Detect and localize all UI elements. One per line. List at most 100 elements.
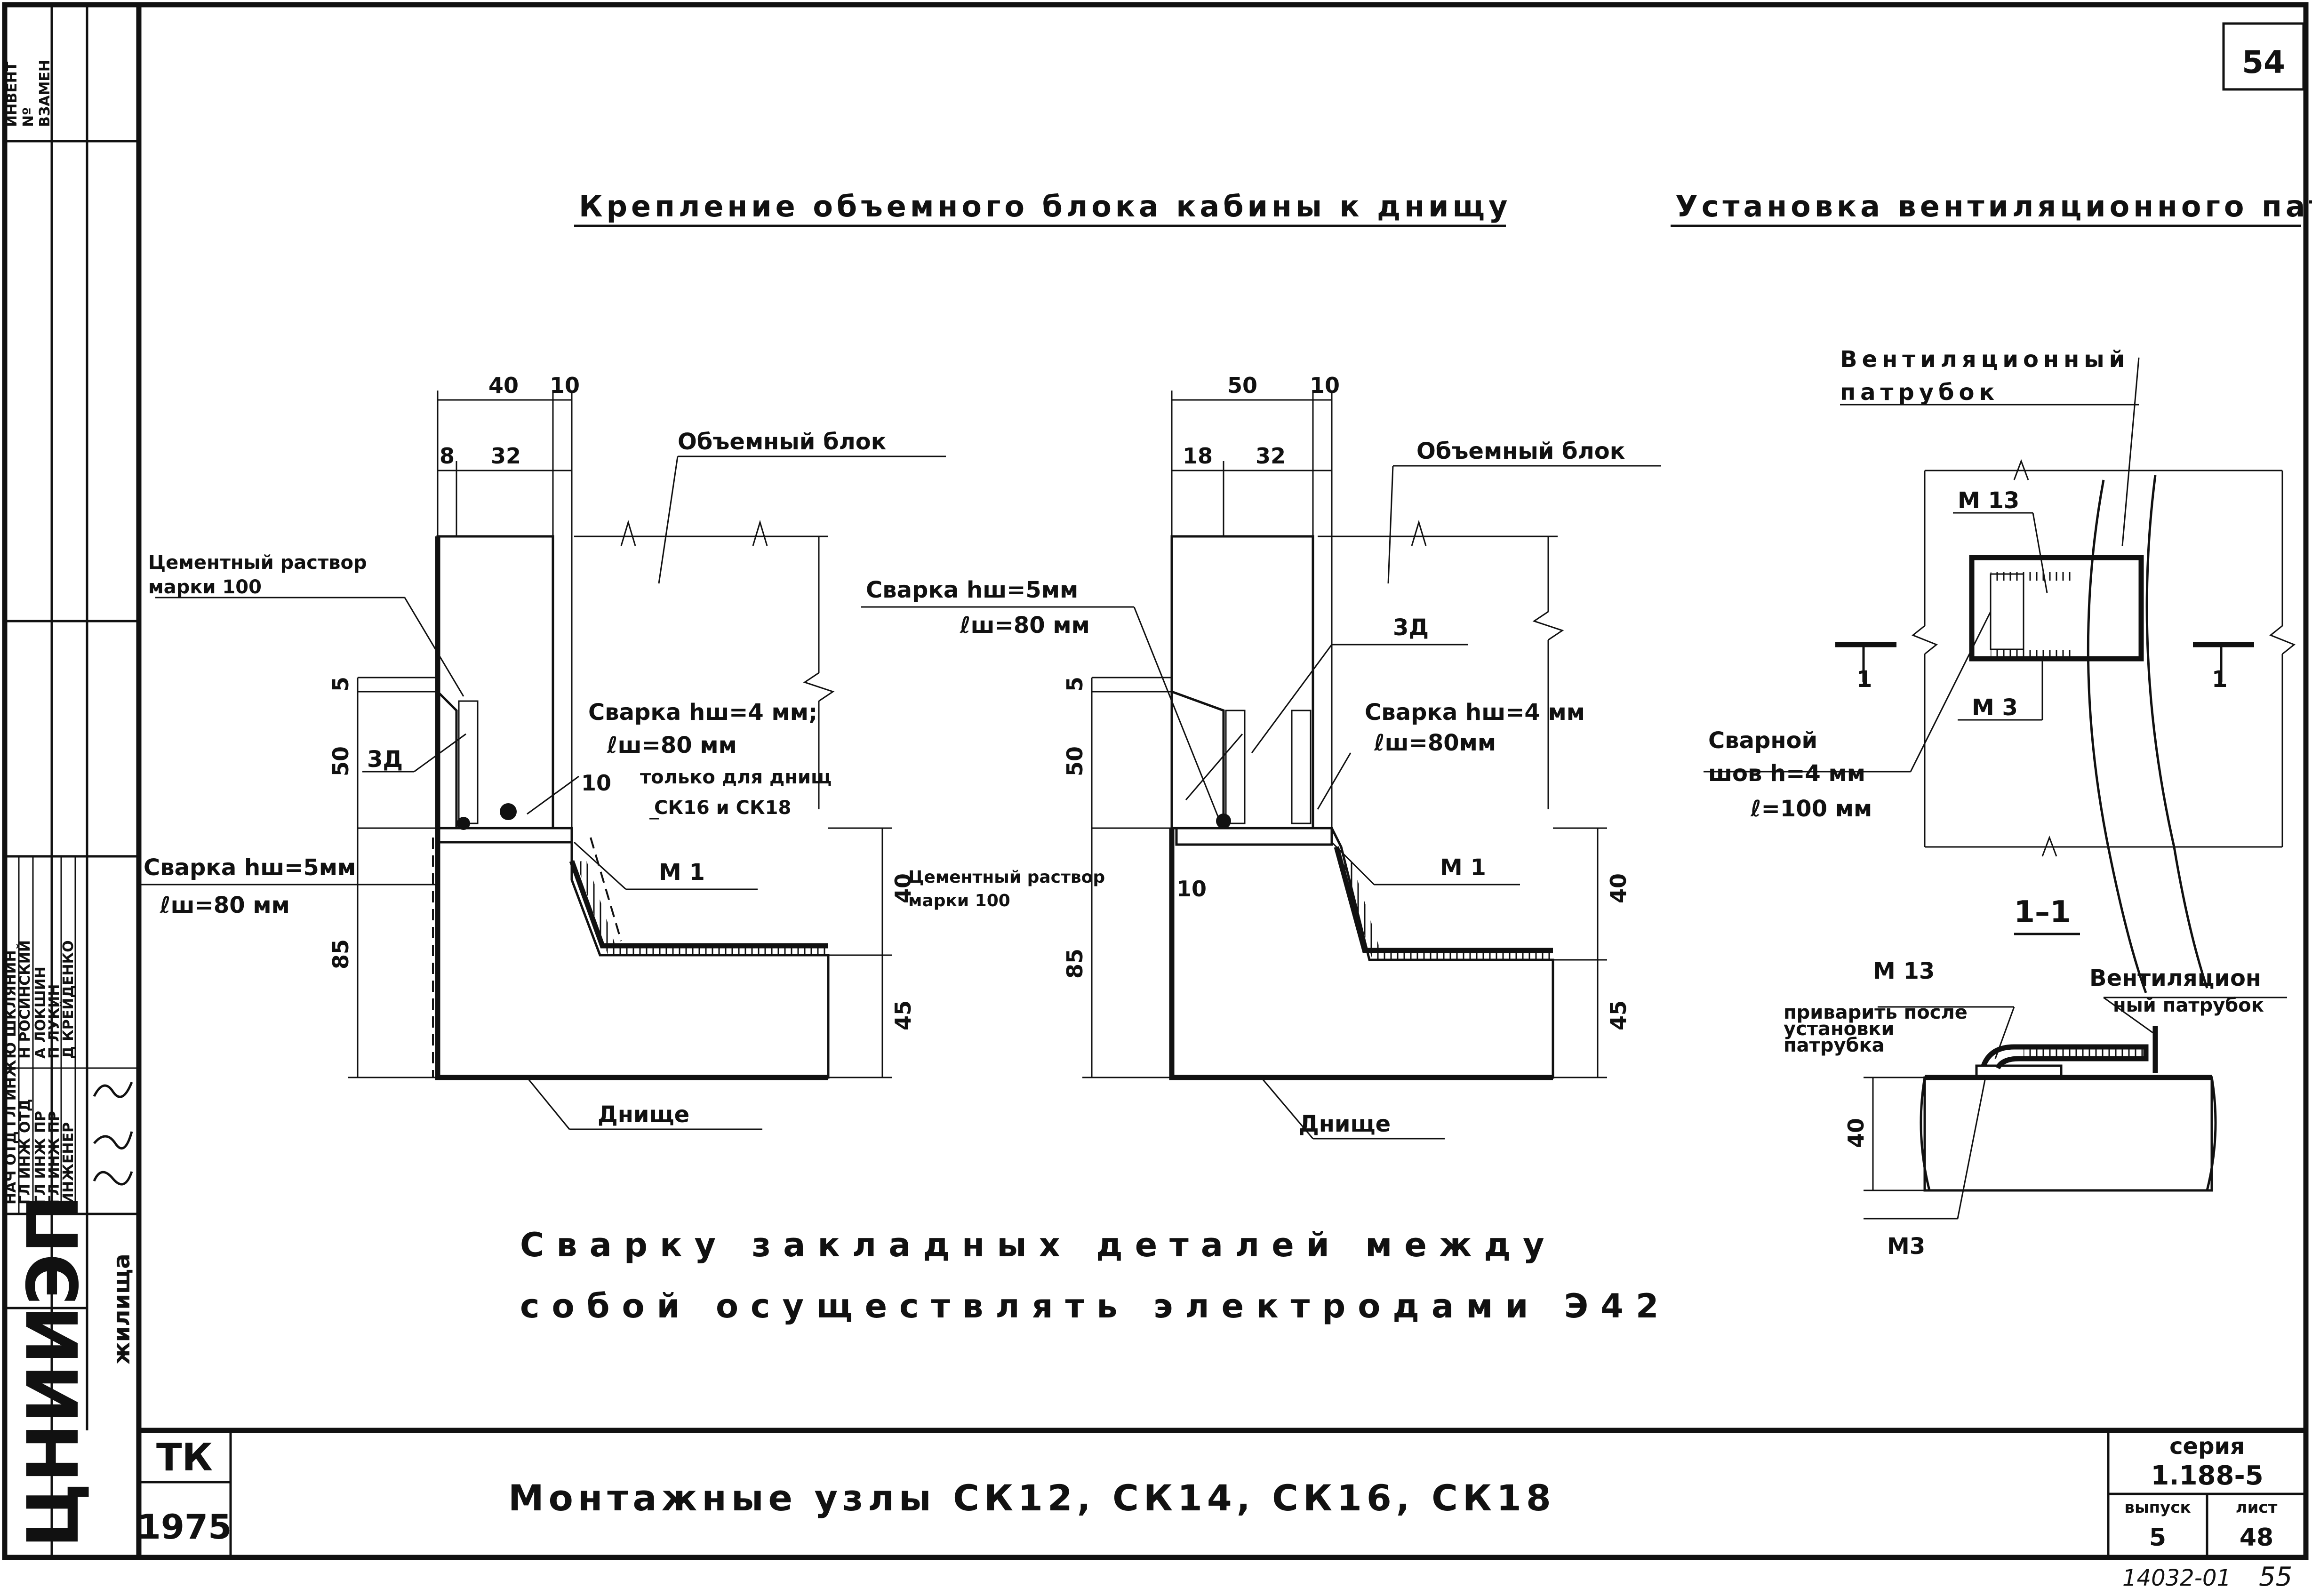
vent-seam-3: ℓ=100 мм <box>1750 796 1872 822</box>
role-1: НАЧ ОТД ГЛ ИНЖ <box>3 1060 19 1205</box>
d2-weld-r1: Сварка hш=4 мм <box>1365 699 1585 726</box>
d1-dim-5: 5 <box>328 677 353 692</box>
drawing-name: Монтажные узлы СК12, СК14, СК16, СК18 <box>508 1477 1556 1519</box>
series-value: 1.188-5 <box>2151 1460 2263 1491</box>
tk-year: 1975 <box>137 1507 232 1547</box>
right-title: Установка вентиляционного патрубка <box>1675 189 2312 223</box>
inv-header-3: ВЗАМЕН <box>37 60 53 127</box>
vent-cut-left: 1 <box>1856 666 1872 693</box>
section-dim-40: 40 <box>1843 1118 1869 1148</box>
d2-weld-r2: ℓш=80мм <box>1374 730 1496 756</box>
vent-seam-2: шов h=4 мм <box>1708 760 1865 787</box>
d1-m1-label: М 1 <box>659 859 705 886</box>
d1-weld-bottom-2: ℓш=80 мм <box>160 892 290 918</box>
d2-m1-label: М 1 <box>1440 854 1486 881</box>
d1-dim-10b: 10 <box>581 770 611 796</box>
issue-value: 5 <box>2149 1524 2166 1552</box>
note-line-2: собой осуществлять электродами Э42 <box>520 1287 1671 1325</box>
section-vent-1: Вентиляцион <box>2089 965 2261 991</box>
d2-dim-45: 45 <box>1606 1000 1631 1030</box>
name-3: А ЛОКШИН <box>32 966 49 1059</box>
d2-weld-2: ℓш=80 мм <box>960 612 1090 638</box>
org-sub: жилища <box>109 1253 135 1365</box>
d1-dim-40: 40 <box>488 373 519 398</box>
d2-bottom-label: Днище <box>1299 1111 1391 1137</box>
sheet-value: 48 <box>2240 1524 2273 1552</box>
name-2: Н РОСИНСКИЙ <box>16 940 33 1059</box>
sheet-label: лист <box>2236 1498 2278 1517</box>
issue-label: выпуск <box>2124 1498 2191 1517</box>
d1-mortar-wrap: Цементный раствор марки 100 <box>148 552 367 598</box>
section-m3: М3 <box>1887 1233 1925 1260</box>
role-5: ИНЖЕНЕР <box>60 1122 77 1205</box>
d2-dim-50v: 50 <box>1062 746 1088 776</box>
d1-block-label: Объемный блок <box>678 429 886 455</box>
name-4: П ЛУКИН <box>46 984 63 1059</box>
scan-page: 55 <box>2259 1562 2292 1592</box>
scan-note: 14032-01 <box>2122 1565 2231 1591</box>
vent-cut-right: 1 <box>2212 666 2227 693</box>
vent-m3: М 3 <box>1972 694 2018 721</box>
vent-seam-1: Сварной <box>1708 727 1817 754</box>
section-vent-2: ный патрубок <box>2113 995 2264 1016</box>
d2-dim-18: 18 <box>1183 443 1213 469</box>
d1-dim-85: 85 <box>328 939 353 969</box>
d1-dim-50: 50 <box>328 746 353 776</box>
d1-mortar-label: Цементный раствор марки 100 <box>148 552 367 598</box>
role-2: ГЛ ИНЖ ОТД <box>17 1099 33 1205</box>
d1-weld-top-2: ℓш=80 мм <box>607 732 737 758</box>
org-logo: ЦНИИЭП <box>13 1195 95 1548</box>
d1-only-for-2: СК16 и СК18 <box>654 797 791 819</box>
d1-dim-8: 8 <box>440 443 455 469</box>
d1-dim-32: 32 <box>491 443 521 469</box>
note-line-1: Сварку закладных деталей между <box>520 1226 1557 1264</box>
vent-label-2: патрубок <box>1840 379 1999 406</box>
d2-dim-85: 85 <box>1062 949 1088 979</box>
d1-bottom-label: Днище <box>598 1101 689 1128</box>
d1-only-for-1: только для днищ <box>640 766 832 788</box>
d2-dim-5: 5 <box>1062 677 1088 692</box>
left-strip <box>5 5 139 1557</box>
d2-weld-1: Сварка hш=5мм <box>866 577 1078 603</box>
d1-dim-45: 45 <box>890 1000 916 1030</box>
d2-mark-3d: 3Д <box>1393 614 1429 641</box>
section-note-3: патрубка <box>1784 1035 1885 1056</box>
name-5: Д КРЕЙДЕНКО <box>60 940 77 1059</box>
detail-1-geometry <box>141 391 946 1130</box>
d2-block-label: Объемный блок <box>1416 438 1625 464</box>
detail-2-geometry <box>861 391 1661 1140</box>
role-4: ГЛ ИНЖ ПР <box>46 1111 63 1205</box>
page-number: 54 <box>2242 44 2285 80</box>
section-note-1: приварить после <box>1784 1002 1968 1023</box>
series-label: серия <box>2169 1433 2245 1460</box>
vent-geometry <box>1704 357 2296 993</box>
section-m13: М 13 <box>1873 958 1935 984</box>
role-3: ГЛ ИНЖ ПР <box>32 1111 49 1205</box>
d2-dim-32: 32 <box>1256 443 1286 469</box>
d1-mark-3d: 3Д <box>367 746 403 773</box>
d2-mortar-label: Цементный раствор марки 100 <box>908 868 1105 910</box>
section-note-2: установки <box>1784 1018 1895 1040</box>
signatures <box>93 1082 133 1186</box>
tk-code: ТК <box>156 1436 213 1479</box>
d2-dim-10b: 10 <box>1176 876 1207 902</box>
main-title: Крепление объемного блока кабины к днищу <box>579 189 1511 223</box>
inv-header-1: ИНВЕНТ <box>4 61 20 127</box>
name-1: Ю ШКЛЯНИН <box>3 950 19 1059</box>
section-geometry <box>1864 997 2287 1220</box>
section-title: 1–1 <box>2014 895 2071 930</box>
d2-dim-50: 50 <box>1227 373 1257 398</box>
vent-label-1: Вентиляционный <box>1840 346 2129 373</box>
vent-m13: М 13 <box>1958 487 2019 514</box>
d2-dim-10: 10 <box>1310 373 1340 398</box>
d1-weld-bottom-1: Сварка hш=5мм <box>144 854 356 881</box>
d1-dim-40r: 40 <box>890 873 916 903</box>
sheet-frame <box>2 2 2309 1560</box>
inv-header-2: Nº <box>20 107 37 127</box>
d2-mortar-wrap: Цементный раствор марки 100 <box>908 868 1105 910</box>
d2-dim-40: 40 <box>1606 873 1631 903</box>
d1-dim-10: 10 <box>550 373 580 398</box>
d1-weld-top-1: Сварка hш=4 мм; <box>588 699 817 726</box>
